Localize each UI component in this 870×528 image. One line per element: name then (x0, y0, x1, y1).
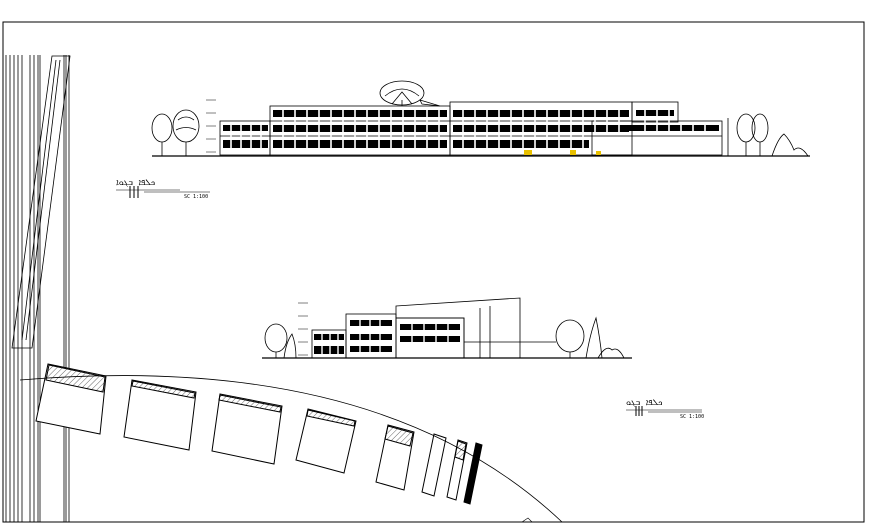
front-elevation-title: ܟܠܦܐ ܒܓܘܐ (116, 178, 156, 188)
side-elevation-windows (314, 320, 460, 354)
plan-arc (19, 375, 563, 523)
sheet-border (2, 21, 865, 523)
side-elevation-right-trees (555, 316, 625, 359)
front-elevation-caption (116, 186, 210, 198)
front-elevation-scale: SC 1:100 (184, 194, 209, 200)
side-elevation-scale: SC 1:100 (680, 414, 705, 420)
side-elevation-mullions (321, 318, 449, 356)
site-plan-fragment (5, 55, 71, 522)
front-elevation-mullions (230, 108, 706, 150)
side-elevation-caption (626, 406, 702, 416)
front-elevation-right-trees (727, 113, 809, 157)
side-elevation-title: ܟܠܦܐ ܒܓܘ (626, 398, 663, 408)
front-elevation-accents (524, 150, 601, 155)
